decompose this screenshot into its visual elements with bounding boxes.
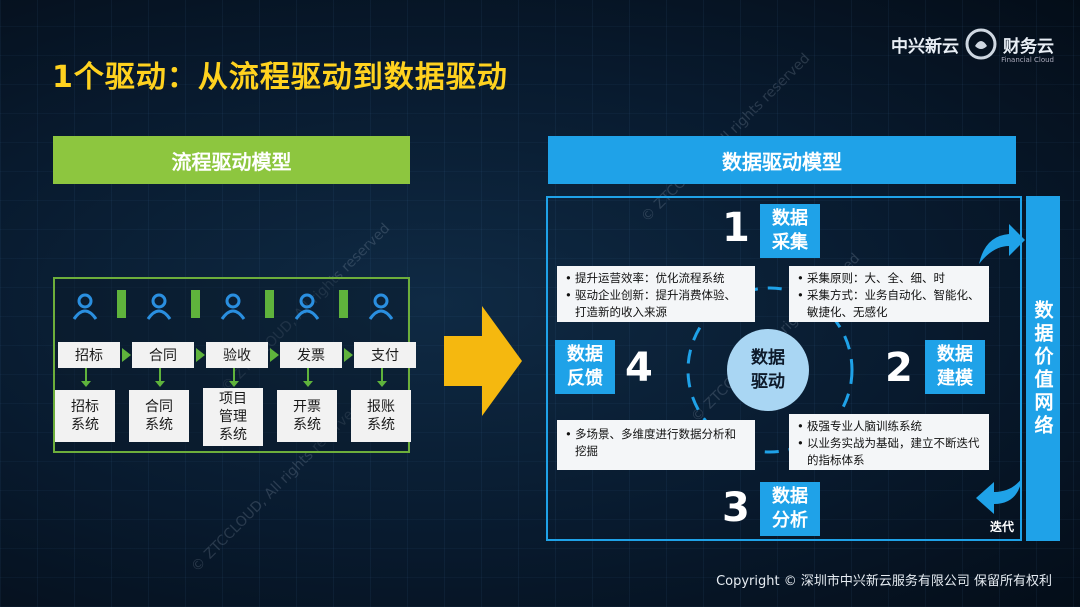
connector-line bbox=[381, 368, 383, 382]
curved-arrow-back-icon bbox=[976, 478, 1022, 514]
slide-title: 1个驱动：从流程驱动到数据驱动 bbox=[52, 60, 508, 95]
system-contract: 合同系统 bbox=[129, 390, 189, 442]
step-arrow bbox=[270, 348, 279, 362]
company-logo: 中兴新云 财务云 Financial Cloud bbox=[891, 28, 1054, 64]
logo-text-finance-cloud: 财务云 bbox=[1003, 36, 1054, 57]
data-model-panel bbox=[546, 196, 1022, 541]
stage-label-analysis: 数据分析 bbox=[760, 482, 820, 536]
connector-arrow bbox=[155, 381, 165, 387]
process-divider bbox=[265, 290, 274, 318]
center-label: 数据驱动 bbox=[751, 348, 785, 392]
note-feedback: 提升运营效率：优化流程系统 驱动企业创新：提升消费体验、打造新的收入来源 bbox=[557, 266, 755, 322]
note-item: 多场景、多维度进行数据分析和挖掘 bbox=[565, 426, 747, 460]
process-step-bidding: 招标 bbox=[58, 342, 120, 368]
system-project-management: 项目管理系统 bbox=[203, 388, 263, 446]
connector-arrow bbox=[229, 381, 239, 387]
stage-label-text: 数据采集 bbox=[772, 208, 808, 253]
copyright-footer: Copyright © 深圳市中兴新云服务有限公司 保留所有权利 bbox=[716, 574, 1052, 589]
process-step-payment: 支付 bbox=[354, 342, 416, 368]
stage-number-3: 3 bbox=[722, 485, 750, 531]
step-arrow bbox=[344, 348, 353, 362]
logo-text-zte: 中兴新云 bbox=[891, 36, 959, 57]
connector-arrow bbox=[303, 381, 313, 387]
process-model-header: 流程驱动模型 bbox=[53, 136, 410, 184]
process-divider bbox=[117, 290, 126, 318]
cloud-swirl-icon bbox=[965, 28, 997, 60]
note-analysis: 多场景、多维度进行数据分析和挖掘 bbox=[557, 420, 755, 470]
system-reimbursement: 报账系统 bbox=[351, 390, 411, 442]
person-icon bbox=[146, 293, 172, 320]
value-network-bar: 数据价值网络 bbox=[1026, 196, 1060, 541]
system-invoicing: 开票系统 bbox=[277, 390, 337, 442]
step-arrow bbox=[196, 348, 205, 362]
connector-line bbox=[307, 368, 309, 382]
stage-number-4: 4 bbox=[625, 345, 653, 391]
stage-label-modeling: 数据建模 bbox=[925, 340, 985, 394]
process-divider bbox=[339, 290, 348, 318]
process-divider bbox=[191, 290, 200, 318]
stage-label-text: 数据反馈 bbox=[567, 344, 603, 389]
data-model-header: 数据驱动模型 bbox=[548, 136, 1016, 184]
stage-number-1: 1 bbox=[722, 205, 750, 251]
transition-arrow-icon bbox=[444, 306, 522, 416]
note-item: 采集方式：业务自动化、智能化、敏捷化、无感化 bbox=[797, 287, 981, 321]
process-step-contract: 合同 bbox=[132, 342, 194, 368]
note-item: 提升运营效率：优化流程系统 bbox=[565, 270, 747, 287]
cycle-ring bbox=[686, 286, 854, 454]
iteration-label: 迭代 bbox=[990, 520, 1015, 534]
person-icon bbox=[294, 293, 320, 320]
connector-line bbox=[233, 368, 235, 382]
connector-arrow bbox=[81, 381, 91, 387]
note-item: 采集原则：大、全、细、时 bbox=[797, 270, 981, 287]
person-icon bbox=[368, 293, 394, 320]
connector-line bbox=[159, 368, 161, 382]
note-item: 以业务实战为基础，建立不断迭代的指标体系 bbox=[797, 435, 981, 469]
value-network-text: 数据价值网络 bbox=[1031, 299, 1054, 438]
process-step-invoice: 发票 bbox=[280, 342, 342, 368]
logo-subtitle: Financial Cloud bbox=[1001, 56, 1054, 64]
note-item: 驱动企业创新：提升消费体验、打造新的收入来源 bbox=[565, 287, 747, 321]
data-driven-center: 数据驱动 bbox=[727, 329, 809, 411]
system-bidding: 招标系统 bbox=[55, 390, 115, 442]
connector-arrow bbox=[377, 381, 387, 387]
note-collection: 采集原则：大、全、细、时 采集方式：业务自动化、智能化、敏捷化、无感化 bbox=[789, 266, 989, 322]
curved-arrow-up-icon bbox=[979, 224, 1025, 264]
stage-label-feedback: 数据反馈 bbox=[555, 340, 615, 394]
connector-line bbox=[85, 368, 87, 382]
stage-label-collection: 数据采集 bbox=[760, 204, 820, 258]
person-icon bbox=[220, 293, 246, 320]
note-item: 极强专业人脑训练系统 bbox=[797, 418, 981, 435]
stage-label-text: 数据建模 bbox=[937, 344, 973, 389]
stage-label-text: 数据分析 bbox=[772, 486, 808, 531]
step-arrow bbox=[122, 348, 131, 362]
note-modeling: 极强专业人脑训练系统 以业务实战为基础，建立不断迭代的指标体系 bbox=[789, 414, 989, 470]
stage-number-2: 2 bbox=[885, 345, 913, 391]
process-step-acceptance: 验收 bbox=[206, 342, 268, 368]
person-icon bbox=[72, 293, 98, 320]
